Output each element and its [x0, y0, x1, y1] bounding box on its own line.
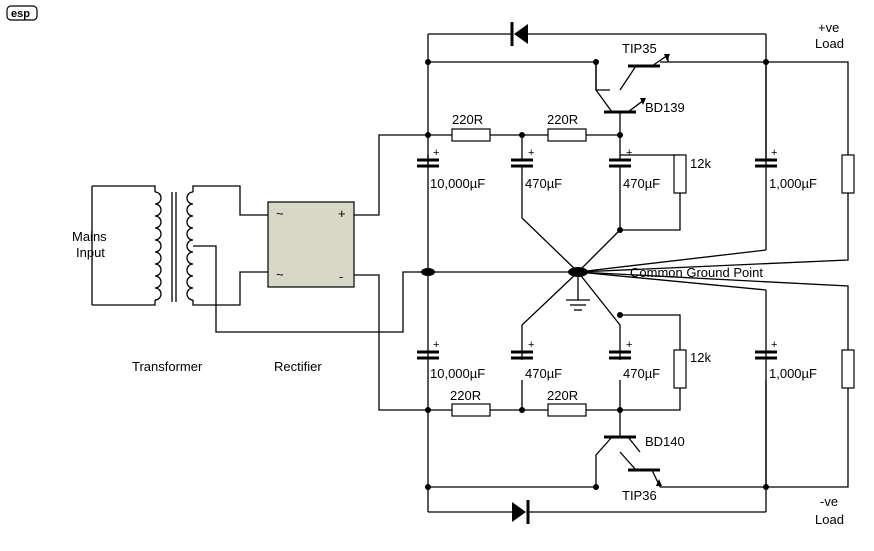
c-top-470b-label: 470µF: [623, 176, 660, 191]
transistor-bd139: [595, 62, 646, 135]
resistor-12k-top: [673, 154, 687, 194]
esp-logo-text: esp: [11, 8, 30, 20]
c-bottom-470b-label: 470µF: [623, 366, 660, 381]
bridge-rectifier: ~ + ~ - Rectifier: [267, 134, 428, 411]
r2-label: 220R: [547, 112, 578, 127]
c-bottom-out-label: 1,000µF: [769, 366, 817, 381]
c-bottom-main-label: 10,000µF: [430, 366, 485, 381]
c-top-main-label: 10,000µF: [430, 176, 485, 191]
tip36-label: TIP36: [622, 488, 657, 503]
cap-plus: +: [626, 147, 632, 159]
diode-bottom: [512, 500, 530, 524]
bd140-label: BD140: [645, 434, 685, 449]
rectifier-label: Rectifier: [274, 359, 322, 374]
transformer: Mains Input Transformer: [72, 185, 428, 374]
resistor-r1: [451, 128, 491, 142]
r-12k-bottom-label: 12k: [690, 350, 711, 365]
cap-bottom-470a: +: [511, 339, 534, 360]
cap-plus: +: [771, 339, 777, 351]
transistor-tip35: [595, 53, 670, 91]
rect-ac2: ~: [276, 267, 284, 282]
cap-top-out: +: [755, 147, 777, 168]
neg-load-label-2: Load: [815, 512, 844, 527]
resistor-r2: [547, 128, 587, 142]
cap-top-main: +: [417, 147, 439, 168]
resistor-r3: [451, 403, 491, 417]
esp-logo: esp: [6, 5, 38, 21]
c-bottom-470a-label: 470µF: [525, 366, 562, 381]
r1-label: 220R: [452, 112, 483, 127]
cap-plus: +: [626, 339, 632, 351]
transformer-label: Transformer: [132, 359, 203, 374]
rect-ac1: ~: [276, 206, 284, 221]
rect-plus: +: [338, 206, 346, 221]
cap-bottom-out: +: [755, 339, 777, 360]
mains-label-1: Mains: [72, 229, 107, 244]
load-resistor-bottom: [841, 349, 855, 389]
mains-label-2: Input: [76, 245, 105, 260]
resistor-12k-bottom: [673, 349, 687, 389]
transistor-bd140: [595, 410, 641, 487]
cap-plus: +: [433, 339, 439, 351]
cap-top-470b: +: [609, 147, 632, 190]
c-top-470a-label: 470µF: [525, 176, 562, 191]
common-ground-label: Common Ground Point: [630, 265, 763, 280]
pos-load-label-2: Load: [815, 36, 844, 51]
cap-top-470a: +: [511, 147, 534, 190]
bd139-label: BD139: [645, 100, 685, 115]
pos-load-label-1: +ve: [818, 20, 839, 35]
cap-plus: +: [528, 339, 534, 351]
c-top-out-label: 1,000µF: [769, 176, 817, 191]
r4-label: 220R: [547, 388, 578, 403]
r-12k-top-label: 12k: [690, 156, 711, 171]
transistor-tip36: [619, 451, 662, 488]
load-resistor-top: [841, 154, 855, 194]
neg-load-label-1: -ve: [820, 494, 838, 509]
cap-bottom-470b: +: [609, 339, 632, 360]
junction-dots: [421, 59, 769, 490]
cap-plus: +: [771, 147, 777, 159]
resistor-r4: [547, 403, 587, 417]
cap-bottom-main: +: [417, 339, 439, 360]
cap-plus: +: [528, 147, 534, 159]
cap-plus: +: [433, 147, 439, 159]
rect-minus: -: [339, 269, 343, 284]
tip35-label: TIP35: [622, 41, 657, 56]
r3-label: 220R: [450, 388, 481, 403]
diode-top: [510, 22, 528, 46]
